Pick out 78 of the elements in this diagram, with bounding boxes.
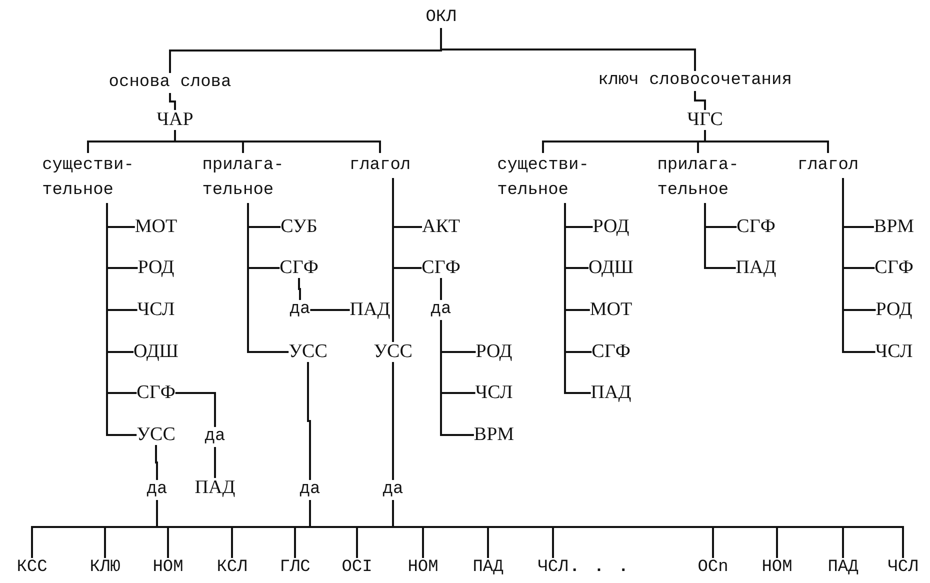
- connector-line: [392, 178, 394, 342]
- connector-line: [704, 203, 736, 269]
- output-code: ПАД: [472, 558, 504, 578]
- feature-code: ПАД: [590, 383, 632, 403]
- category-label: прилага- тельное: [202, 153, 284, 203]
- condition-label: да: [430, 300, 452, 320]
- connector-line: [564, 203, 591, 394]
- feature-code: УСС: [136, 425, 176, 445]
- feature-code: ЧГС: [687, 110, 723, 130]
- output-code: КЛЮ: [90, 558, 120, 578]
- feature-code: РОД: [476, 342, 512, 362]
- connector-line: [392, 362, 394, 480]
- output-code: НОМ: [762, 558, 792, 578]
- connector-line: [155, 445, 158, 480]
- feature-code: ПАД: [194, 478, 236, 498]
- feature-code: ВРМ: [474, 425, 514, 445]
- connector-line: [310, 309, 350, 311]
- feature-code: МОТ: [134, 217, 178, 237]
- feature-code: ОДШ: [588, 258, 634, 278]
- category-label: глагол: [797, 153, 859, 178]
- feature-code: СГФ: [592, 342, 630, 362]
- connector-line: [842, 178, 876, 353]
- feature-code: СГФ: [280, 258, 318, 278]
- condition-label: да: [300, 480, 320, 500]
- output-code: НОМ: [408, 558, 438, 578]
- ellipsis-mark: . . .: [570, 558, 630, 578]
- feature-code: ПАД: [736, 258, 776, 278]
- feature-code: ПАД: [350, 300, 390, 320]
- feature-code: АКТ: [422, 217, 460, 237]
- output-code: ГЛС: [280, 558, 310, 578]
- output-code: ЧСЛ: [538, 558, 568, 578]
- feature-code: РОД: [592, 217, 630, 237]
- category-label: существи- тельное: [42, 153, 134, 203]
- connector-line: [106, 203, 137, 436]
- branch-label: основа слова: [108, 73, 232, 93]
- feature-code: РОД: [138, 258, 174, 278]
- feature-code: СГФ: [874, 258, 914, 278]
- condition-label: да: [382, 480, 404, 500]
- feature-code: РОД: [876, 300, 912, 320]
- output-code: ОСn: [698, 558, 728, 578]
- connector-line: [169, 93, 176, 110]
- feature-code: УСС: [288, 342, 328, 362]
- feature-code: УСС: [374, 342, 412, 362]
- condition-label: да: [146, 480, 168, 500]
- connector-line: [704, 130, 829, 153]
- feature-code: ОДШ: [134, 342, 178, 362]
- connector-line: [440, 278, 442, 300]
- category-label: прилага- тельное: [657, 153, 739, 203]
- connector-line: [440, 28, 696, 71]
- connector-line: [307, 362, 311, 480]
- output-code: КСС: [16, 558, 48, 578]
- branch-label: ключ словосочетания: [598, 71, 792, 91]
- condition-label: да: [204, 427, 226, 447]
- category-label: глагол: [349, 153, 411, 178]
- connector-line: [174, 130, 381, 153]
- output-code: НОМ: [152, 558, 184, 578]
- feature-code: ВРМ: [874, 217, 914, 237]
- feature-code: МОТ: [590, 300, 632, 320]
- output-code: КСЛ: [216, 558, 248, 578]
- feature-code: СГФ: [736, 217, 776, 237]
- feature-code: ЧСЛ: [137, 300, 175, 320]
- connector-line: [214, 447, 216, 478]
- condition-label: да: [290, 300, 310, 320]
- feature-code: ЧСЛ: [475, 383, 513, 403]
- connector-line: [175, 392, 216, 427]
- output-code: ПАД: [828, 558, 858, 578]
- category-label: существи- тельное: [497, 153, 589, 203]
- root-label: ОКЛ: [426, 8, 456, 28]
- feature-code: СУБ: [280, 217, 318, 237]
- feature-code: ЧАР: [156, 110, 194, 130]
- connector-line: [694, 91, 706, 110]
- feature-code: СГФ: [422, 258, 460, 278]
- output-code: ЧСЛ: [888, 558, 918, 578]
- connector-line: [247, 203, 289, 353]
- connector-line: [298, 278, 301, 300]
- feature-code: СГФ: [136, 383, 176, 403]
- feature-code: ЧСЛ: [875, 342, 913, 362]
- output-code: ОСI: [342, 558, 372, 578]
